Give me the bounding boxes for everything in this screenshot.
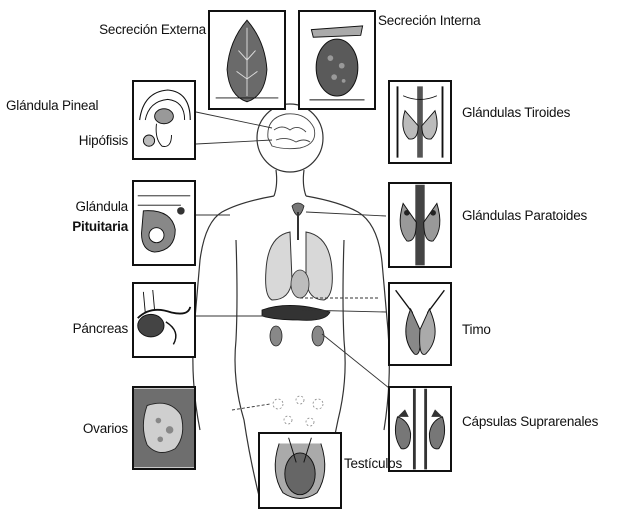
tiroides-panel	[388, 80, 452, 164]
paratiroides-panel	[388, 182, 452, 268]
ovarios-panel	[132, 386, 196, 470]
label-glandula-pineal: Glándula Pineal	[6, 98, 98, 114]
label-glandula-pituitaria-line2: Pituitaria	[40, 219, 128, 235]
label-hipofisis: Hipófisis	[40, 133, 128, 149]
label-secrecion-externa: Secreción Externa	[40, 22, 206, 38]
label-pancreas: Páncreas	[40, 321, 128, 337]
pituitaria-panel	[132, 180, 196, 266]
testiculos-image	[260, 434, 340, 507]
pituitaria-image	[134, 182, 194, 264]
secrecion-interna-panel	[298, 10, 376, 110]
label-secrecion-interna: Secreción Interna	[378, 13, 480, 29]
secrecion-interna-image	[300, 12, 374, 108]
label-testiculos: Testículos	[344, 456, 402, 472]
pancreas-panel	[132, 282, 196, 358]
timo-panel	[388, 282, 452, 366]
label-timo: Timo	[462, 322, 491, 338]
ovarios-image	[134, 388, 194, 468]
secrecion-externa-panel	[208, 10, 286, 110]
label-ovarios: Ovarios	[40, 421, 128, 437]
secrecion-externa-image	[210, 12, 284, 108]
label-capsulas-suprarrenales: Cápsulas Suprarenales	[462, 414, 598, 430]
tiroides-image	[390, 82, 450, 162]
pineal-hipofisis-panel	[132, 80, 196, 160]
label-glandulas-paratiroides: Glándulas Paratoides	[462, 208, 587, 224]
label-glandula-pituitaria-line1: Glándula	[40, 199, 128, 215]
pancreas-image	[134, 284, 194, 356]
paratiroides-image	[390, 184, 450, 266]
testiculos-panel	[258, 432, 342, 509]
timo-image	[390, 284, 450, 364]
label-glandulas-tiroides: Glándulas Tiroides	[462, 105, 570, 121]
pineal-hipofisis-image	[134, 82, 194, 158]
